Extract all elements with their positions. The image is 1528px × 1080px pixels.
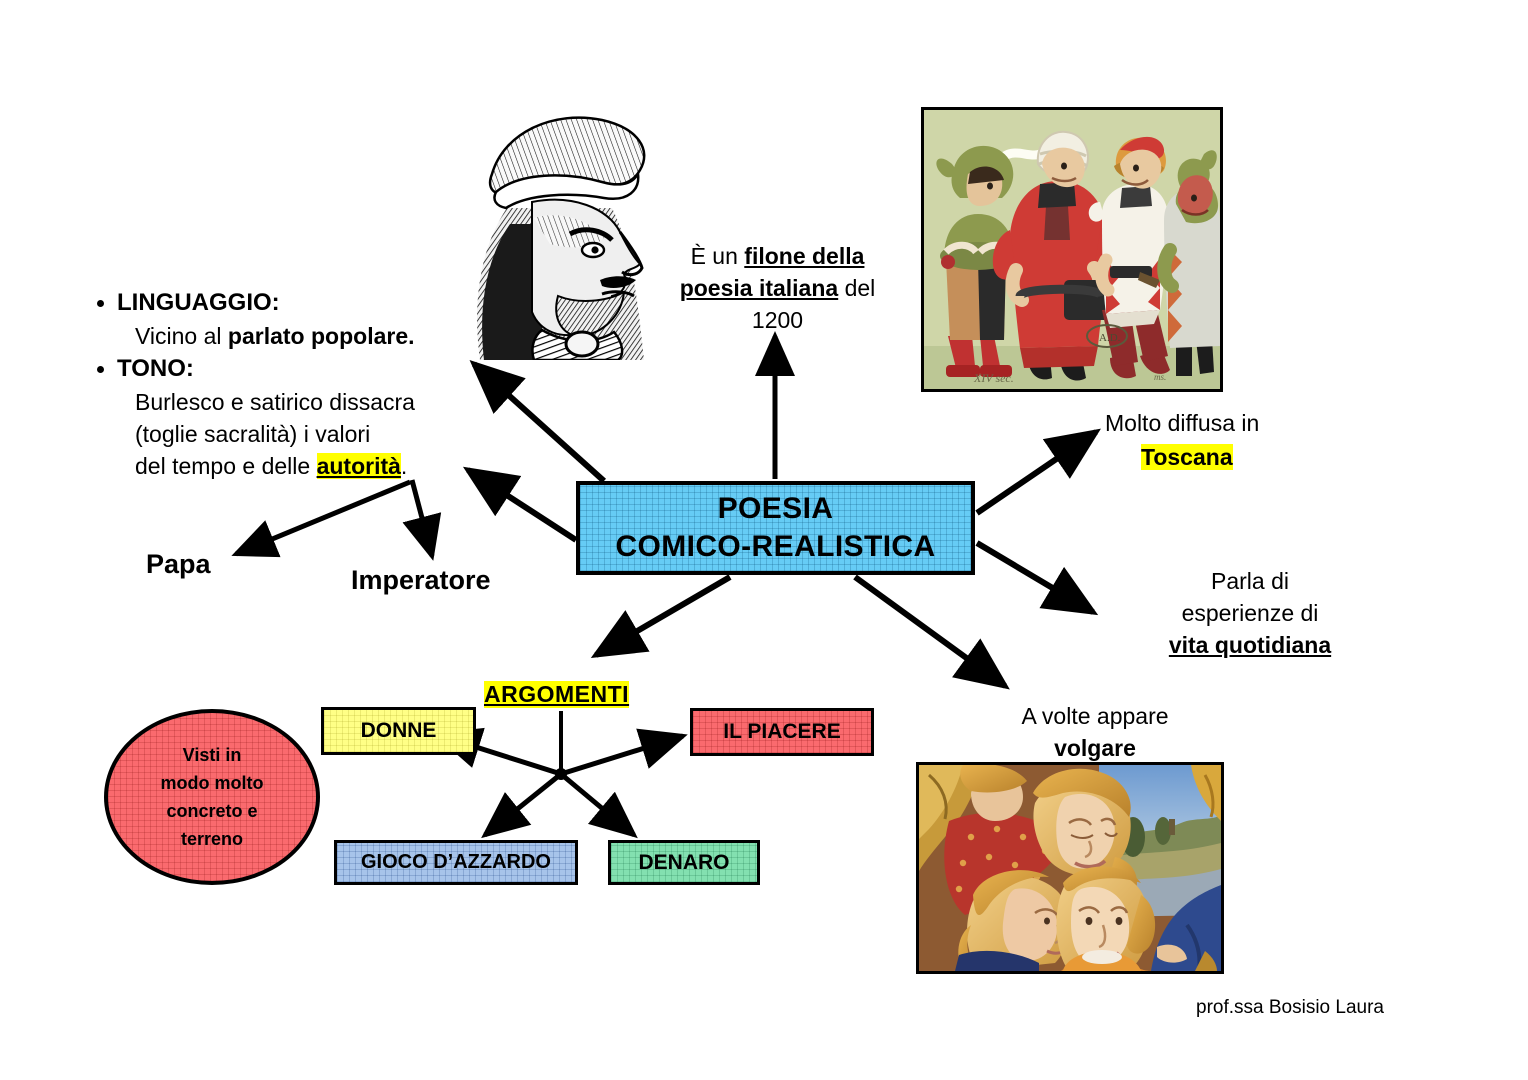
autorita-highlight: autorità (316, 453, 401, 479)
arrow-hub-to-gioco (481, 772, 563, 839)
bullet-tono-detail: Burlesco e satirico dissacra (toglie sac… (135, 386, 495, 482)
ellipse-line-1: Visti in (182, 745, 242, 765)
ellipse-line-4: terreno (180, 829, 243, 849)
tono-line-3: del tempo e delle autorità. (135, 450, 495, 482)
renaissance-angels-image (916, 762, 1224, 974)
arrow-to-argomenti (590, 574, 732, 659)
linguaggio-bold: parlato popolare. (227, 323, 415, 349)
linguaggio-plain: Vicino al (135, 323, 228, 349)
medieval-jesters-illustration: A.D. XIV sec. ms. (924, 110, 1220, 389)
volgare-plain: A volte appare (1021, 703, 1169, 729)
filone-bold-1: filone della (744, 243, 865, 269)
toscana-plain: Molto diffusa in (1105, 410, 1260, 436)
author-credit: prof.ssa Bosisio Laura (1196, 997, 1384, 1018)
woodcut-portrait-image (462, 98, 667, 360)
note-vita-quotidiana: Parla di esperienze di vita quotidiana (1120, 565, 1380, 661)
topic-box-gioco-dazzardo[interactable]: GIOCO D’AZZARDO (334, 840, 578, 885)
bullet-tono-title: TONO: (117, 355, 194, 382)
arrow-autorita-to-imperatore (402, 479, 442, 561)
svg-text:XIV sec.: XIV sec. (973, 371, 1014, 385)
topic-box-denaro[interactable]: DENARO (608, 840, 760, 885)
label-imperatore: Imperatore (351, 565, 491, 595)
note-volgare: A volte appare volgare (980, 700, 1210, 764)
label-argomenti: ARGOMENTI (484, 681, 630, 708)
tono-line-1: Burlesco e satirico dissacra (135, 389, 415, 415)
note-filone-poesia: È un filone della poesia italiana del 12… (670, 240, 885, 336)
central-node-line-2: COMICO-REALISTICA (615, 530, 936, 563)
toscana-highlight: Toscana (1141, 444, 1233, 470)
arrow-to-volgare (853, 574, 1010, 690)
bullet-linguaggio-title: LINGUAGGIO: (117, 289, 280, 316)
bullet-linguaggio: LINGUAGGIO: Vicino al parlato popolare. (117, 286, 495, 352)
ellipse-visti-concreto[interactable]: Visti in modo molto concreto e terreno (104, 709, 320, 885)
svg-text:ms.: ms. (1154, 372, 1166, 382)
arrow-to-toscana (975, 428, 1101, 516)
svg-text:A.D.: A.D. (1099, 332, 1121, 344)
tono-line-3-plain: del tempo e delle (135, 453, 317, 479)
filone-year: 1200 (751, 307, 804, 333)
tono-line-3-end: . (400, 453, 408, 479)
arrow-autorita-to-papa (231, 479, 411, 558)
filone-bold-2: poesia italiana (679, 275, 839, 301)
topic-box-donne[interactable]: DONNE (321, 707, 476, 755)
ellipse-line-2: modo molto (160, 773, 264, 793)
ellipse-line-3: concreto e (166, 801, 258, 821)
bullet-linguaggio-detail: Vicino al parlato popolare. (135, 320, 495, 352)
note-toscana: Molto diffusa in Toscana (1105, 406, 1355, 474)
tono-line-2: (toglie sacralità) i valori (135, 421, 371, 447)
arrow-hub-to-denaro (559, 772, 638, 839)
central-node-poesia-comico-realistica[interactable]: POESIA COMICO-REALISTICA (576, 481, 975, 575)
topic-box-il-piacere[interactable]: IL PIACERE (690, 708, 874, 756)
medieval-jesters-image: A.D. XIV sec. ms. (921, 107, 1223, 392)
bullet-tono: TONO: Burlesco e satirico dissacra (togl… (117, 352, 495, 482)
central-node-line-1: POESIA (717, 492, 834, 525)
filone-plain-start: È un (690, 243, 745, 269)
label-papa: Papa (146, 549, 211, 579)
woodcut-portrait-icon (477, 116, 646, 360)
renaissance-angels-painting (919, 765, 1221, 971)
arrow-to-vita-quotidiana (975, 540, 1099, 616)
toscana-highlight-wrap: Toscana (1105, 440, 1355, 474)
left-bullet-list: LINGUAGGIO: Vicino al parlato popolare. … (95, 286, 495, 482)
quotidiana-line-3: vita quotidiana (1168, 632, 1332, 658)
filone-plain-mid: del (838, 275, 876, 301)
quotidiana-line-2: esperienze di (1181, 600, 1319, 626)
volgare-bold: volgare (1054, 735, 1136, 761)
arrow-hub-to-piacere (560, 728, 688, 777)
quotidiana-line-1: Parla di (1211, 568, 1289, 594)
ellipse-text: Visti in modo molto concreto e terreno (161, 741, 264, 853)
argomenti-hub (555, 768, 567, 780)
